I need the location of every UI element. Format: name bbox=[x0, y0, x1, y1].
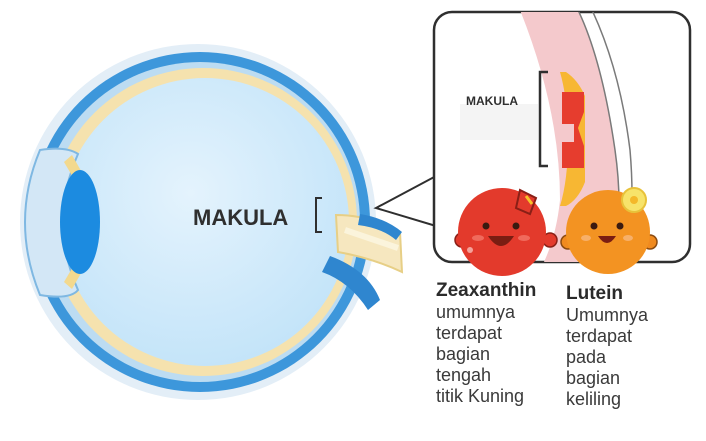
lut-left-eye bbox=[591, 223, 598, 230]
zea-right-cheek bbox=[518, 235, 530, 241]
zea-left-cheek bbox=[472, 235, 484, 241]
zeaxanthin-line: terdapat bbox=[436, 323, 536, 344]
lut-right-cheek bbox=[623, 235, 633, 241]
lut-right-eye bbox=[617, 223, 624, 230]
lut-flower-center bbox=[630, 196, 638, 204]
zoom-makula-label: MAKULA bbox=[466, 94, 518, 108]
lut-left-cheek bbox=[581, 235, 591, 241]
zeaxanthin-line: umumnya bbox=[436, 302, 536, 323]
callout-pointer bbox=[376, 176, 436, 226]
zeaxanthin-line: titik Kuning bbox=[436, 386, 536, 407]
eye-makula-label: MAKULA bbox=[193, 205, 288, 231]
zea-blush bbox=[467, 247, 473, 253]
zea-left-eye bbox=[483, 223, 490, 230]
zeaxanthin-caption: Zeaxanthin umumnya terdapat bagian tenga… bbox=[436, 280, 536, 407]
zea-right-eye bbox=[513, 223, 520, 230]
lutein-line: pada bbox=[566, 347, 648, 368]
zeaxanthin-title: Zeaxanthin bbox=[436, 280, 536, 302]
lens bbox=[60, 170, 100, 274]
label-backdrop bbox=[460, 104, 538, 140]
lutein-line: keliling bbox=[566, 389, 648, 410]
lutein-line: Umumnya bbox=[566, 305, 648, 326]
lutein-line: bagian bbox=[566, 368, 648, 389]
zeaxanthin-line: bagian bbox=[436, 344, 536, 365]
lutein-line: terdapat bbox=[566, 326, 648, 347]
zeaxanthin-line: tengah bbox=[436, 365, 536, 386]
lutein-title: Lutein bbox=[566, 283, 648, 305]
lutein-caption: Lutein Umumnya terdapat pada bagian keli… bbox=[566, 283, 648, 410]
fovea-pit bbox=[562, 124, 574, 142]
